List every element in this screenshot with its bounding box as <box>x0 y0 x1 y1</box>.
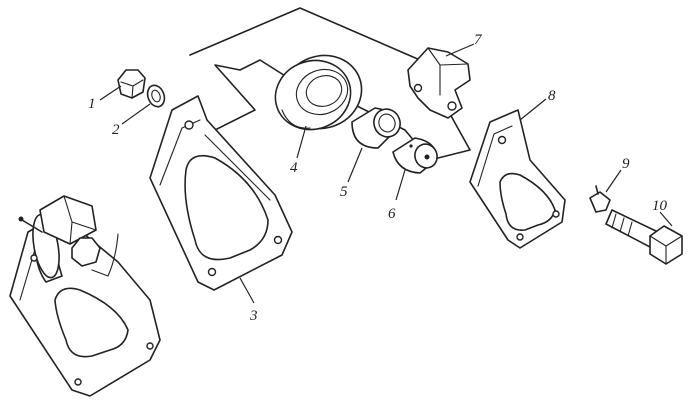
label-3: 3 <box>249 308 258 324</box>
callout-labels: 1 2 3 4 5 6 7 8 9 10 <box>88 32 668 324</box>
part-1-nut <box>117 69 146 99</box>
label-6: 6 <box>388 206 396 222</box>
label-5: 5 <box>340 184 348 200</box>
part-6-pin <box>392 137 438 174</box>
leader-lines <box>99 43 673 304</box>
label-10: 10 <box>652 198 668 214</box>
part-9-fitting <box>589 185 611 213</box>
part-3-bracket <box>149 95 293 291</box>
part-8-bracket <box>469 109 566 249</box>
part-5-bushing <box>351 107 401 149</box>
assembled-unit <box>9 195 161 397</box>
label-9: 9 <box>622 156 630 172</box>
label-8: 8 <box>548 88 556 104</box>
label-1: 1 <box>88 96 96 112</box>
label-7: 7 <box>474 32 483 48</box>
part-7-fork <box>407 47 471 119</box>
part-10-bolt <box>605 209 683 265</box>
label-2: 2 <box>112 122 120 138</box>
part-4-pulley <box>274 54 363 131</box>
label-4: 4 <box>290 160 298 176</box>
part-2-washer <box>146 84 166 108</box>
